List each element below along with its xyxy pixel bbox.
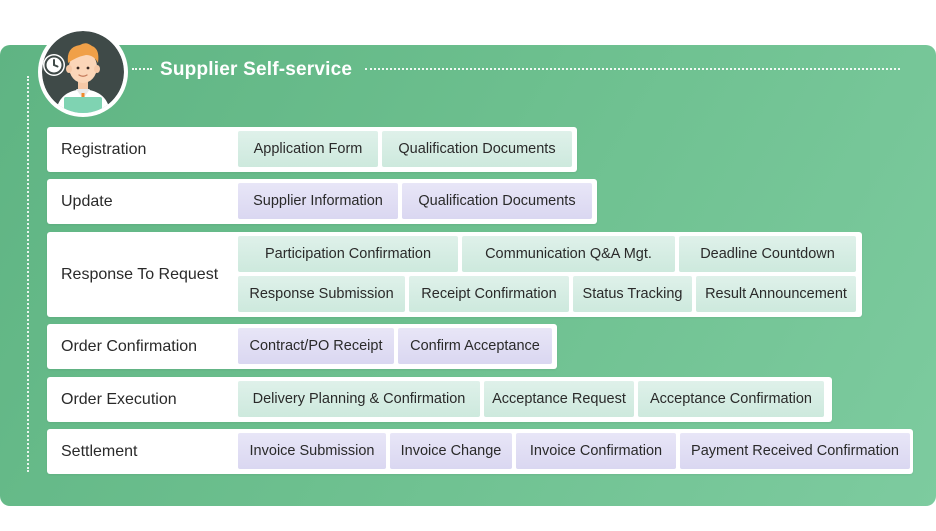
row-order-confirmation: Order Confirmation Contract/PO Receipt C…: [47, 324, 557, 369]
row-registration: Registration Application Form Qualificat…: [47, 127, 577, 172]
chip: Acceptance Request: [484, 381, 634, 417]
chip: Supplier Information: [238, 183, 398, 219]
avatar: [38, 27, 128, 117]
chip: Participation Confirmation: [238, 236, 458, 272]
chip: Contract/PO Receipt: [238, 328, 394, 364]
row-label: Update: [61, 192, 113, 210]
chip: Acceptance Confirmation: [638, 381, 824, 417]
row-label: Settlement: [61, 442, 138, 460]
row-label: Order Execution: [61, 390, 177, 408]
chip: Payment Received Confirmation: [680, 433, 910, 469]
chip: Confirm Acceptance: [398, 328, 552, 364]
diagram-title: Supplier Self-service: [160, 59, 353, 80]
row-label: Order Confirmation: [61, 337, 198, 355]
row-update: Update Supplier Information Qualificatio…: [47, 179, 597, 224]
row-response-to-request: Response To Request Participation Confir…: [47, 232, 862, 317]
row-settlement: Settlement Invoice Submission Invoice Ch…: [47, 429, 913, 474]
chip: Qualification Documents: [382, 131, 572, 167]
chip: Qualification Documents: [402, 183, 592, 219]
chip: Invoice Change: [390, 433, 512, 469]
row-label: Response To Request: [61, 265, 219, 283]
chip: Response Submission: [238, 276, 405, 312]
dotted-connector-title-left: [132, 68, 152, 70]
chip: Deadline Countdown: [679, 236, 856, 272]
chip: Status Tracking: [573, 276, 692, 312]
person-with-clock-icon: [42, 31, 124, 113]
chip: Invoice Submission: [238, 433, 386, 469]
row-order-execution: Order Execution Delivery Planning & Conf…: [47, 377, 832, 422]
chip: Application Form: [238, 131, 378, 167]
chip: Receipt Confirmation: [409, 276, 569, 312]
dotted-connector-vertical: [27, 76, 29, 472]
chip: Result Announcement: [696, 276, 856, 312]
chip: Communication Q&A Mgt.: [462, 236, 675, 272]
dotted-connector-title-right: [365, 68, 900, 70]
chip: Delivery Planning & Confirmation: [238, 381, 480, 417]
row-label: Registration: [61, 140, 147, 158]
chip: Invoice Confirmation: [516, 433, 676, 469]
